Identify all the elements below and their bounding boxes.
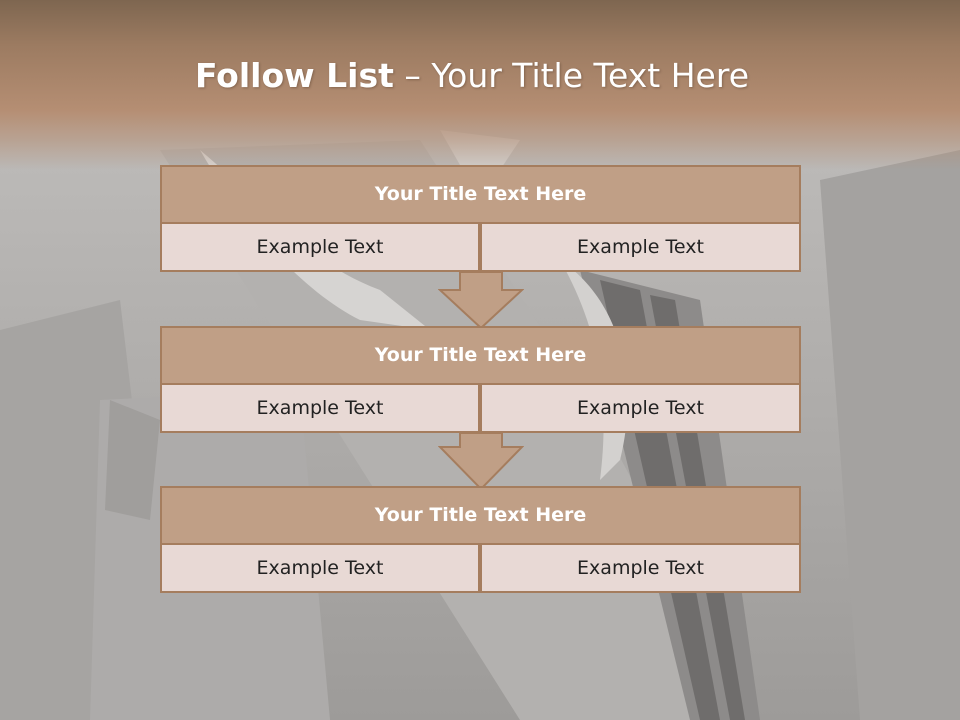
step-left-text: Example Text [160,222,480,272]
step-title: Your Title Text Here [160,165,801,224]
step-left-text: Example Text [160,383,480,433]
step-title: Your Title Text Here [160,486,801,545]
step-left-text: Example Text [160,543,480,593]
down-arrow-icon [438,271,524,330]
down-arrow-icon [438,432,524,491]
step-right-text: Example Text [480,222,801,272]
slide-title-separator: – [393,56,432,95]
step-right-text: Example Text [480,383,801,433]
step-card-2: Your Title Text Here Example Text Exampl… [160,326,801,433]
step-title: Your Title Text Here [160,326,801,385]
step-right-text: Example Text [480,543,801,593]
slide-title-bold: Follow List [194,56,394,95]
step-card-3: Your Title Text Here Example Text Exampl… [160,486,801,593]
header-band [0,0,960,170]
step-card-1: Your Title Text Here Example Text Exampl… [160,165,801,272]
slide-title-rest: Your Title Text Here [431,56,750,95]
slide-title: Follow List – Your Title Text Here [0,54,944,98]
